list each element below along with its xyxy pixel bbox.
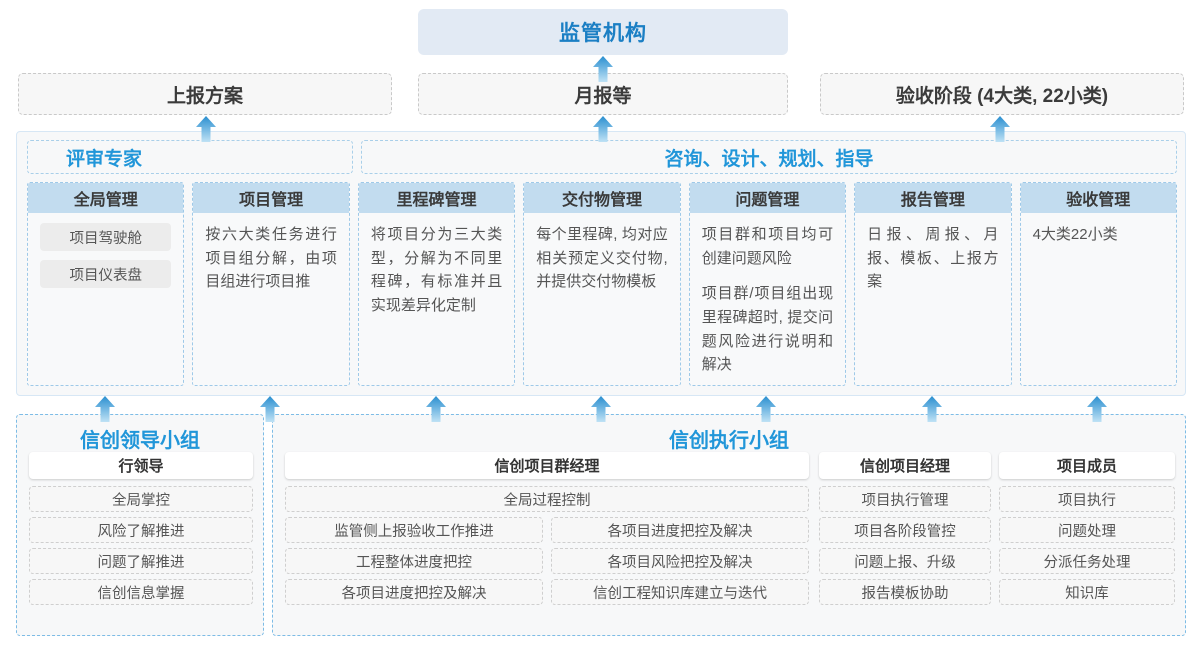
responsibility-item[interactable]: 监管侧上报验收工作推进 xyxy=(285,517,543,543)
arrow-up-icon-col-0 xyxy=(94,396,116,422)
responsibility-item[interactable]: 问题处理 xyxy=(999,517,1175,543)
column-paragraph: 项目群/项目组出现里程碑超时, 提交问题风险进行说明和解决 xyxy=(701,285,834,374)
execution-group-title: 信创执行小组 xyxy=(669,430,789,452)
responsibility-item[interactable]: 工程整体进度把控 xyxy=(285,548,543,574)
report-label: 上报方案 xyxy=(166,85,243,107)
regulator-box: 监管机构 xyxy=(418,9,788,55)
column-title: 项目管理 xyxy=(193,183,349,213)
responsibility-item[interactable]: 项目执行 xyxy=(999,486,1175,512)
column-title: 报告管理 xyxy=(855,183,1011,213)
management-column[interactable]: 里程碑管理将项目分为三大类型，分解为不同里程碑，有标准并且实现差异化定制 xyxy=(357,182,516,386)
band-review-experts: 评审专家 xyxy=(27,140,353,174)
management-column[interactable]: 项目管理按六大类任务进行项目组分解，由项目组进行项目推 xyxy=(192,182,350,386)
arrow-up-icon-col-6 xyxy=(1086,396,1108,422)
column-title: 交付物管理 xyxy=(524,183,680,213)
column-body: 日报、周报、月报、模板、上报方案 xyxy=(855,213,1010,294)
responsibility-item[interactable]: 问题上报、升级 xyxy=(819,548,991,574)
role-header[interactable]: 行领导 xyxy=(29,452,253,479)
responsibility-item[interactable]: 知识库 xyxy=(999,579,1175,605)
column-body: 将项目分为三大类型，分解为不同里程碑，有标准并且实现差异化定制 xyxy=(359,213,514,318)
column-pill[interactable]: 项目仪表盘 xyxy=(40,260,172,288)
arrow-up-icon-col-1 xyxy=(259,396,281,422)
responsibility-item[interactable]: 问题了解推进 xyxy=(29,548,253,574)
arrow-up-icon-acceptance xyxy=(989,116,1011,142)
arrow-up-icon-col-5 xyxy=(921,396,943,422)
responsibility-item[interactable]: 全局过程控制 xyxy=(285,486,809,512)
responsibility-item[interactable]: 各项目进度把控及解决 xyxy=(285,579,543,605)
column-paragraph: 项目群和项目均可创建问题风险 xyxy=(701,226,834,267)
middle-panel: 评审专家 咨询、设计、规划、指导 全局管理项目驾驶舱项目仪表盘项目管理按六大类任… xyxy=(16,131,1186,396)
management-column[interactable]: 报告管理日报、周报、月报、模板、上报方案 xyxy=(854,182,1012,386)
management-column[interactable]: 验收管理 4大类22小类 xyxy=(1019,182,1177,386)
regulator-label: 监管机构 xyxy=(559,22,647,45)
responsibility-item[interactable]: 报告模板协助 xyxy=(819,579,991,605)
role-header[interactable]: 信创项目经理 xyxy=(819,452,991,479)
role-header[interactable]: 项目成员 xyxy=(999,452,1175,479)
responsibility-item[interactable]: 分派任务处理 xyxy=(999,548,1175,574)
management-column[interactable]: 全局管理项目驾驶舱项目仪表盘 xyxy=(27,182,185,386)
responsibility-item[interactable]: 各项目风险把控及解决 xyxy=(551,548,809,574)
column-paragraph: 将项目分为三大类型，分解为不同里程碑，有标准并且实现差异化定制 xyxy=(370,226,503,315)
column-paragraph: 日报、周报、月报、模板、上报方案 xyxy=(867,226,999,291)
report-label: 月报等 xyxy=(574,85,632,107)
column-paragraph: 4大类22小类 xyxy=(1032,226,1118,243)
management-column[interactable]: 交付物管理每个里程碑, 均对应相关预定义交付物, 并提供交付物模板 xyxy=(523,182,681,386)
column-body: 项目驾驶舱项目仪表盘 xyxy=(28,213,183,288)
execution-group-panel: 信创执行小组 信创项目群经理全局过程控制监管侧上报验收工作推进工程整体进度把控各… xyxy=(272,414,1186,636)
band-label: 评审专家 xyxy=(66,148,143,170)
column-body: 按六大类任务进行项目组分解，由项目组进行项目推 xyxy=(193,213,348,294)
management-column[interactable]: 问题管理项目群和项目均可创建问题风险项目群/项目组出现里程碑超时, 提交问题风险… xyxy=(688,182,847,386)
column-title: 问题管理 xyxy=(689,183,846,213)
report-box-acceptance: 验收阶段 (4大类, 22小类) xyxy=(820,73,1184,115)
responsibility-item[interactable]: 信创信息掌握 xyxy=(29,579,253,605)
column-title: 验收管理 xyxy=(1020,183,1176,213)
arrow-up-icon-col-2 xyxy=(425,396,447,422)
column-pill[interactable]: 项目驾驶舱 xyxy=(40,223,172,251)
column-body: 每个里程碑, 均对应相关预定义交付物, 并提供交付物模板 xyxy=(524,213,679,294)
column-title: 全局管理 xyxy=(28,183,184,213)
arrow-up-icon-plan xyxy=(195,116,217,142)
column-body: 4大类22小类 xyxy=(1021,213,1176,247)
report-label: 验收阶段 (4大类, 22小类) xyxy=(895,85,1109,107)
band-consulting: 咨询、设计、规划、指导 xyxy=(361,140,1177,174)
column-body: 项目群和项目均可创建问题风险项目群/项目组出现里程碑超时, 提交问题风险进行说明… xyxy=(690,213,845,377)
responsibility-item[interactable]: 项目各阶段管控 xyxy=(819,517,991,543)
arrow-up-icon-col-4 xyxy=(755,396,777,422)
role-header[interactable]: 信创项目群经理 xyxy=(285,452,809,479)
responsibility-item[interactable]: 信创工程知识库建立与迭代 xyxy=(551,579,809,605)
arrow-up-icon-regulator xyxy=(592,56,614,82)
column-paragraph: 每个里程碑, 均对应相关预定义交付物, 并提供交付物模板 xyxy=(536,226,668,291)
column-title: 里程碑管理 xyxy=(358,183,515,213)
responsibility-item[interactable]: 风险了解推进 xyxy=(29,517,253,543)
band-label: 咨询、设计、规划、指导 xyxy=(664,148,874,170)
column-paragraph: 按六大类任务进行项目组分解，由项目组进行项目推 xyxy=(205,226,337,291)
leadership-group-title: 信创领导小组 xyxy=(80,430,200,452)
responsibility-item[interactable]: 全局掌控 xyxy=(29,486,253,512)
responsibility-item[interactable]: 各项目进度把控及解决 xyxy=(551,517,809,543)
leadership-group-panel: 信创领导小组 行领导全局掌控风险了解推进问题了解推进信创信息掌握 xyxy=(16,414,264,636)
report-box-plan: 上报方案 xyxy=(18,73,392,115)
arrow-up-icon-monthly xyxy=(592,116,614,142)
arrow-up-icon-col-3 xyxy=(590,396,612,422)
responsibility-item[interactable]: 项目执行管理 xyxy=(819,486,991,512)
